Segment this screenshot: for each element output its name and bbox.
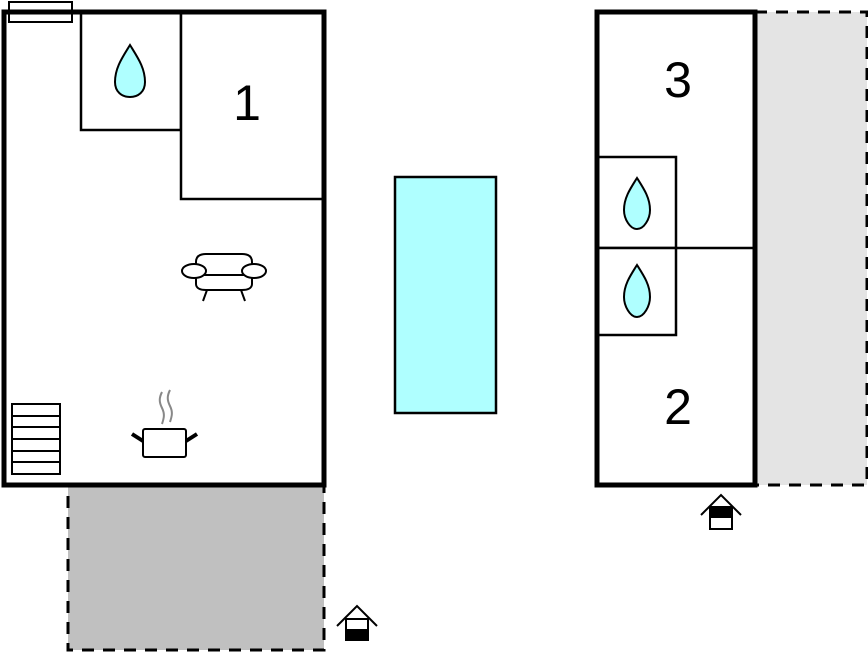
room-label-1: 1: [233, 75, 261, 131]
water-drop-icon: [622, 263, 652, 319]
building-left-outline: [1, 9, 327, 488]
room-label-3: 3: [664, 52, 692, 108]
room-bedroom-1: [179, 10, 326, 201]
bathroom-right-lower: [595, 246, 678, 337]
water-drop-icon: [113, 43, 147, 99]
stairs-icon: [11, 403, 61, 475]
entrance-house-icon: [336, 604, 378, 641]
terrace-left: [66, 483, 326, 652]
pool: [393, 175, 498, 415]
cooking-pot-icon: [130, 389, 199, 458]
room-label-2: 2: [664, 379, 692, 435]
water-drop-icon: [622, 176, 652, 231]
terrace-right: [753, 10, 868, 487]
sofa-icon: [181, 253, 267, 302]
entrance-house-icon: [700, 493, 742, 530]
building-right-outline: [594, 9, 758, 488]
